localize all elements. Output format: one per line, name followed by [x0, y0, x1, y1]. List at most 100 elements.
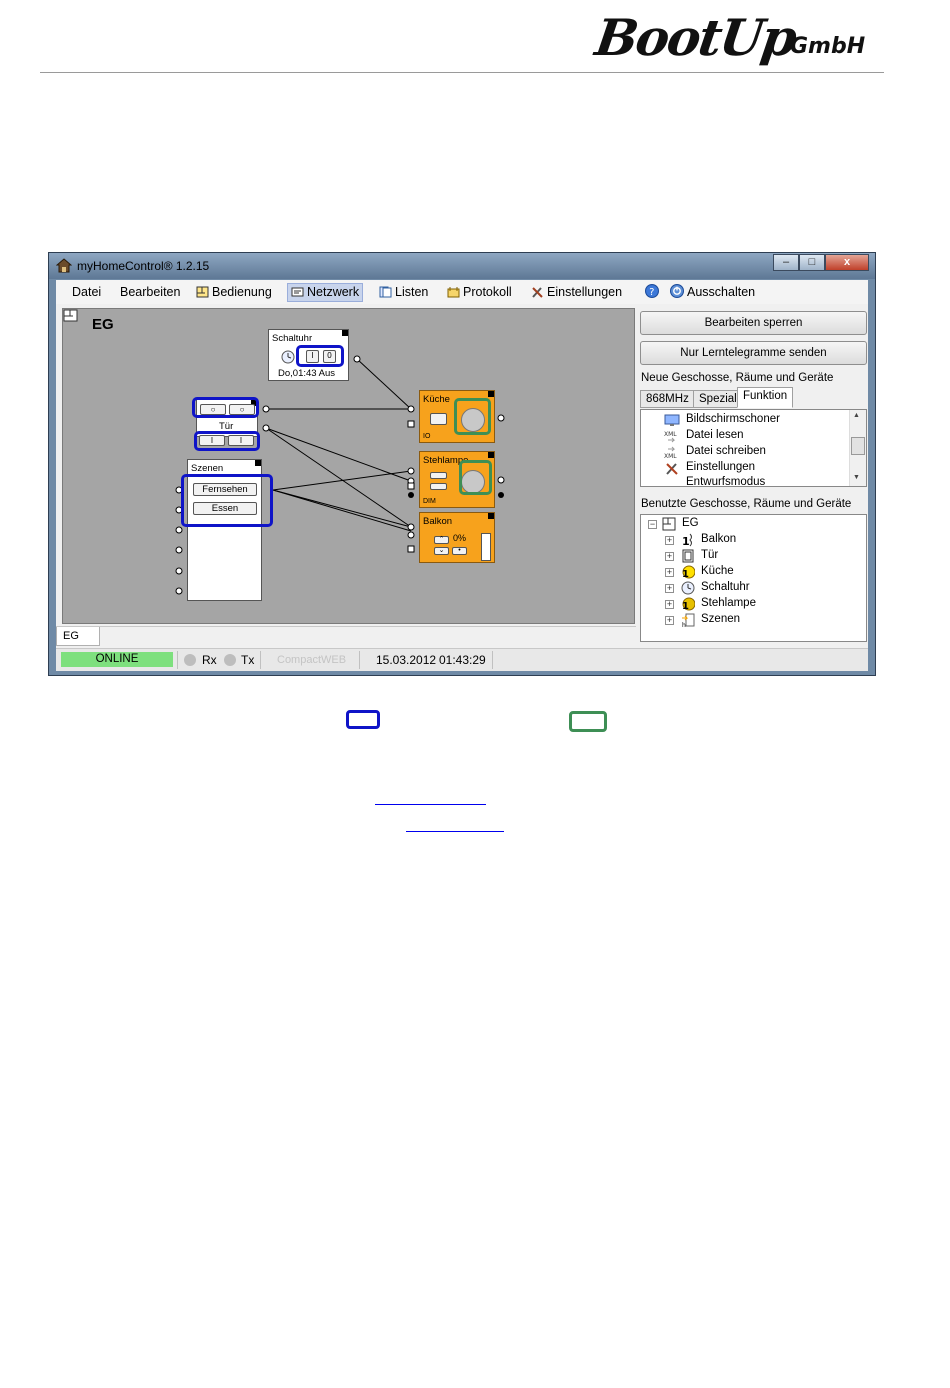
clock-icon — [681, 581, 695, 595]
block-corner — [342, 330, 348, 336]
lock-editing-button[interactable]: Bearbeiten sperren — [640, 311, 867, 335]
house-app-icon — [56, 258, 72, 273]
network-canvas[interactable]: EG Schaltuhr I 0 Do,01:43 Aus ○ ○ Tür I — [62, 308, 635, 624]
list-item[interactable]: Bildschirmschoner — [664, 413, 780, 426]
used-items-label: Benutzte Geschosse, Räume und Geräte — [641, 498, 852, 510]
hyperlink-underline-2[interactable] — [406, 831, 504, 832]
menu-einstellungen[interactable]: Einstellungen — [531, 284, 622, 301]
balkon-level-bar — [481, 533, 491, 561]
stehlampe-up-button[interactable] — [430, 472, 447, 479]
light-bulb-icon: 1 — [682, 565, 695, 579]
svg-text:1: 1 — [682, 601, 689, 611]
used-items-tree[interactable]: − EG + 1 Balkon + Tür + 1 Küche + Schalt… — [640, 514, 867, 642]
maximize-button[interactable]: □ — [799, 254, 825, 271]
function-list-scrollbar[interactable]: ▲ ▼ — [849, 410, 866, 486]
tree-item-balkon[interactable]: Balkon — [701, 533, 737, 545]
tuer-lower-row: I I — [196, 435, 258, 449]
tab-eg[interactable]: EG — [56, 627, 100, 646]
schaltuhr-title: Schaltuhr — [272, 333, 313, 344]
tree-item-kueche[interactable]: Küche — [701, 565, 734, 577]
expand-icon[interactable]: + — [665, 535, 674, 545]
floor-tab-strip: EG — [56, 626, 636, 646]
list-item-label: Datei lesen — [686, 429, 744, 441]
expand-icon[interactable]: + — [665, 583, 674, 593]
list-item[interactable]: XML Datei lesen — [664, 429, 744, 443]
list-item-label: Entwurfsmodus — [686, 476, 766, 486]
scroll-thumb[interactable] — [851, 437, 865, 455]
stehlampe-block[interactable]: Stehlampe DIM — [419, 451, 495, 508]
highlight-stehlampe-lamp — [459, 460, 492, 495]
expand-icon[interactable]: + — [665, 567, 674, 577]
bootup-logo: BootUp GmbH — [592, 8, 896, 68]
minimize-button[interactable]: – — [773, 254, 799, 271]
kueche-type: IO — [423, 433, 431, 440]
tree-item-szenen[interactable]: Szenen — [701, 613, 741, 625]
tree-item-stehlampe[interactable]: Stehlampe — [701, 597, 756, 609]
schaltuhr-off-button[interactable]: 0 — [323, 350, 336, 363]
function-list[interactable]: Bildschirmschoner XML Datei lesen XML Da… — [640, 409, 867, 487]
list-item[interactable]: Entwurfsmodus — [686, 476, 765, 486]
balkon-up-button[interactable]: ⌃ — [434, 536, 449, 544]
svg-text:1: 1 — [682, 569, 689, 579]
balkon-title: Balkon — [423, 516, 453, 527]
menu-bedienung[interactable]: Bedienung — [196, 284, 272, 301]
scene-fernsehen-button[interactable]: Fernsehen — [193, 483, 257, 496]
menu-datei[interactable]: Datei — [72, 285, 102, 299]
menu-bearbeiten[interactable]: Bearbeiten — [120, 285, 181, 299]
app-window: myHomeControl® 1.2.15 – □ x Datei Bearbe… — [48, 252, 876, 676]
title-bar[interactable]: myHomeControl® 1.2.15 – □ x — [49, 253, 875, 279]
schaltuhr-on-button[interactable]: I — [306, 350, 319, 363]
szenen-block[interactable]: Szenen Fernsehen Essen — [187, 459, 262, 601]
list-item-label: Einstellungen — [686, 461, 756, 473]
help-button[interactable]: ? — [645, 284, 662, 301]
list-item[interactable]: XML Datei schreiben — [664, 445, 766, 459]
menu-protokoll[interactable]: Protokoll — [447, 284, 512, 301]
balkon-block[interactable]: Balkon ⌃ 0% ⌄ • — [419, 512, 495, 563]
list-item-label: Datei schreiben — [686, 445, 766, 457]
dimmer-bulb-icon: 1 — [682, 597, 695, 611]
teach-telegrams-button[interactable]: Nur Lerntelegramme senden — [640, 341, 867, 365]
tab-868mhz[interactable]: 868MHz — [640, 390, 695, 408]
status-bar: ONLINE Rx Tx CompactWEB 15.03.2012 01:43… — [56, 648, 868, 671]
tree-item-schaltuhr[interactable]: Schaltuhr — [701, 581, 750, 593]
floor-icon — [662, 517, 676, 531]
legend-blue-marker — [346, 710, 380, 729]
highlight-schaltuhr-buttons — [296, 345, 344, 367]
collapse-icon[interactable]: − — [648, 519, 657, 529]
kueche-lamp-indicator — [461, 408, 485, 432]
expand-icon[interactable]: + — [665, 615, 674, 625]
schaltuhr-block[interactable]: Schaltuhr I 0 Do,01:43 Aus — [268, 329, 349, 381]
close-button[interactable]: x — [825, 254, 869, 271]
svg-text:XML: XML — [664, 453, 677, 459]
svg-text:h: h — [682, 622, 686, 627]
stehlampe-down-button[interactable] — [430, 483, 447, 490]
kueche-switch-button[interactable] — [430, 413, 447, 425]
tuer-button-3[interactable]: I — [199, 435, 225, 446]
tuer-title: Tür — [219, 421, 234, 432]
tab-spezial[interactable]: Spezial — [693, 390, 743, 408]
tree-item-tuer[interactable]: Tür — [701, 549, 719, 561]
tree-root-eg[interactable]: EG — [682, 517, 699, 529]
hyperlink-underline-1[interactable] — [375, 804, 486, 805]
menu-ausschalten[interactable]: Ausschalten — [670, 284, 755, 301]
menu-bedienung-label: Bedienung — [212, 285, 272, 299]
menu-ausschalten-label: Ausschalten — [687, 285, 756, 299]
scroll-down-icon[interactable]: ▼ — [853, 474, 860, 481]
balkon-stop-button[interactable]: • — [452, 547, 467, 555]
tuer-button-2[interactable]: ○ — [229, 404, 255, 415]
expand-icon[interactable]: + — [665, 599, 674, 609]
tab-funktion[interactable]: Funktion — [737, 387, 794, 408]
schaltuhr-status: Do,01:43 Aus — [278, 368, 336, 379]
balkon-down-button[interactable]: ⌄ — [434, 547, 449, 555]
status-date: 15.03.2012 — [376, 653, 437, 667]
tuer-button-4[interactable]: I — [228, 435, 254, 446]
expand-icon[interactable]: + — [665, 551, 674, 561]
list-item[interactable]: Einstellungen — [666, 461, 756, 475]
scene-essen-button[interactable]: Essen — [193, 502, 257, 515]
scroll-up-icon[interactable]: ▲ — [853, 412, 860, 419]
screensaver-icon — [664, 414, 680, 426]
tuer-button-1[interactable]: ○ — [200, 404, 226, 415]
menu-listen[interactable]: Listen — [379, 284, 428, 301]
menu-netzwerk[interactable]: Netzwerk — [287, 283, 364, 302]
tx-led-icon — [224, 654, 236, 666]
